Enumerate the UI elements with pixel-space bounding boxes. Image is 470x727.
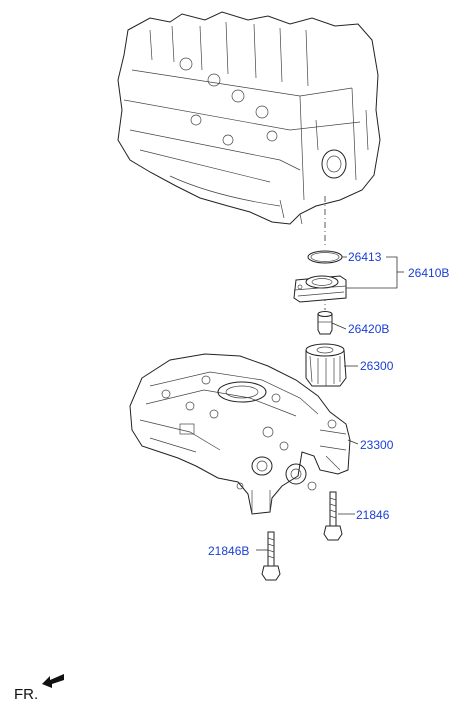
oil-pump-module-part xyxy=(129,353,351,515)
part-number-26420B[interactable]: 26420B xyxy=(348,322,390,336)
part-number-26410B[interactable]: 26410B xyxy=(408,266,450,280)
o-ring-part xyxy=(307,250,343,264)
part-number-23300[interactable]: 23300 xyxy=(360,438,394,452)
part-number-26413[interactable]: 26413 xyxy=(348,250,382,264)
oil-filter-part xyxy=(305,343,347,387)
part-number-26300[interactable]: 26300 xyxy=(360,359,394,373)
bolt-21846-part xyxy=(323,491,343,541)
front-orientation-label: FR. xyxy=(14,686,39,703)
leader-lines xyxy=(256,256,404,551)
bolt-21846B-part xyxy=(261,531,281,581)
engine-block-drawing xyxy=(117,11,381,225)
front-direction-arrow-icon xyxy=(42,674,64,688)
part-number-21846[interactable]: 21846 xyxy=(356,508,390,522)
oil-cooler-part xyxy=(293,275,347,303)
cooler-fitting-part xyxy=(317,311,333,335)
part-number-21846B[interactable]: 21846B xyxy=(208,544,250,558)
